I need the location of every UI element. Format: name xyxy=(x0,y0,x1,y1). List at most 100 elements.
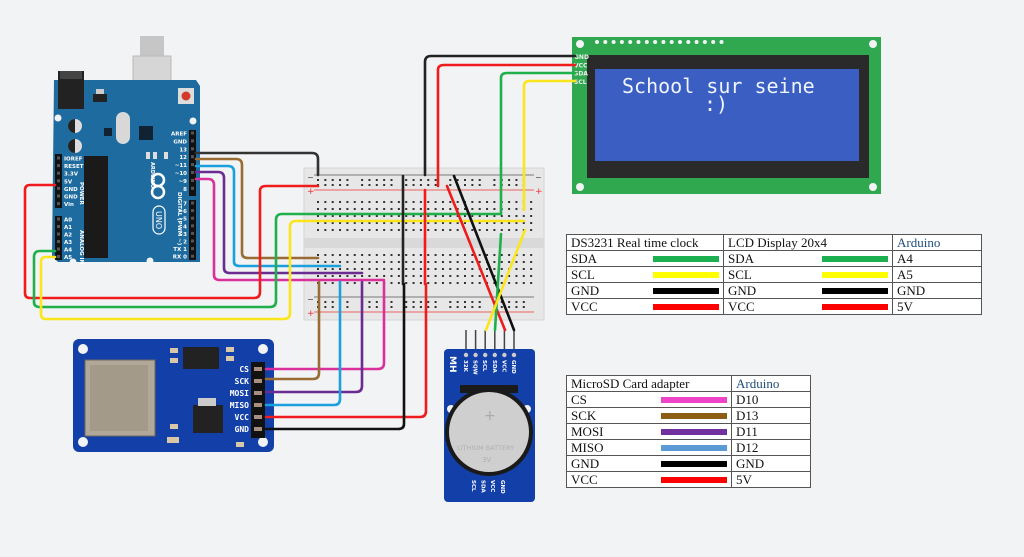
header-sd: MicroSD Card adapter xyxy=(566,375,732,392)
digital-pin-label: 13 xyxy=(179,147,187,153)
breadboard-hole xyxy=(486,229,489,231)
breadboard-hole xyxy=(456,254,459,256)
breadboard-hole xyxy=(449,301,452,303)
breadboard-hole xyxy=(375,222,378,224)
breadboard-hole xyxy=(397,215,400,217)
breadboard-hole xyxy=(368,261,371,263)
digital-pin-label: AREF xyxy=(171,132,187,138)
arduino-pin-cell: D12 xyxy=(731,439,811,456)
breadboard-hole xyxy=(478,179,481,181)
breadboard-hole xyxy=(375,201,378,203)
wire-gnd-arduino-breadboard xyxy=(194,151,320,177)
header-pin xyxy=(57,171,60,175)
breadboard-hole xyxy=(331,222,334,224)
wire-color-swatch xyxy=(653,287,719,294)
breadboard-hole xyxy=(419,275,422,277)
lcd-header-holes xyxy=(595,40,724,44)
rtc-top-pin-label: VCC xyxy=(500,360,506,372)
breadboard-hole xyxy=(405,208,408,210)
breadboard-hole xyxy=(405,254,408,256)
breadboard-hole xyxy=(434,261,437,263)
breadboard-hole xyxy=(419,282,422,284)
breadboard-hole xyxy=(346,261,349,263)
breadboard-hole xyxy=(515,301,518,303)
breadboard-hole xyxy=(530,268,533,270)
breadboard-hole xyxy=(383,254,386,256)
breadboard-hole xyxy=(405,215,408,217)
uno-badge: UNO xyxy=(152,205,166,235)
breadboard-hole xyxy=(508,254,511,256)
breadboard-hole xyxy=(419,301,422,303)
breadboard-hole xyxy=(361,222,364,224)
breadboard-hole xyxy=(441,282,444,284)
breadboard-hole xyxy=(324,184,327,186)
breadboard-hole xyxy=(515,261,518,263)
breadboard-hole xyxy=(522,215,525,217)
breadboard-hole xyxy=(522,301,525,303)
breadboard-hole xyxy=(427,201,430,203)
breadboard-hole xyxy=(375,184,378,186)
breadboard-hole xyxy=(530,201,533,203)
breadboard-hole xyxy=(515,306,518,308)
breadboard-hole xyxy=(441,275,444,277)
breadboard-hole xyxy=(339,208,342,210)
breadboard-hole xyxy=(361,184,364,186)
breadboard-hole xyxy=(500,306,503,308)
rtc-top-pin-label: SDA xyxy=(491,360,497,374)
breadboard-hole xyxy=(353,268,356,270)
breadboard-hole xyxy=(353,201,356,203)
header-hole xyxy=(661,40,666,44)
breadboard-hole xyxy=(493,222,496,224)
breadboard-hole xyxy=(412,306,415,308)
breadboard-hole xyxy=(331,254,334,256)
breadboard-hole xyxy=(368,184,371,186)
breadboard-hole xyxy=(464,215,466,217)
breadboard-hole xyxy=(434,282,437,284)
breadboard-hole xyxy=(390,229,393,231)
breadboard-hole xyxy=(508,275,511,277)
sd-header-pin xyxy=(254,427,262,431)
breadboard-hole xyxy=(412,301,415,303)
breadboard-hole xyxy=(331,268,334,270)
breadboard-hole xyxy=(478,261,481,263)
breadboard-hole xyxy=(353,282,356,284)
breadboard-hole xyxy=(405,229,408,231)
breadboard-hole xyxy=(478,201,481,203)
wire-scl-rtc xyxy=(484,228,527,332)
breadboard-hole xyxy=(427,268,430,270)
power-label: POWER xyxy=(78,182,84,206)
breadboard-hole xyxy=(493,208,496,210)
rtc-pin-cell: SCL xyxy=(566,266,724,283)
breadboard-hole xyxy=(508,208,511,210)
breadboard-hole xyxy=(486,268,489,270)
breadboard-hole xyxy=(346,275,349,277)
breadboard-hole xyxy=(368,301,371,303)
breadboard-hole xyxy=(397,229,400,231)
rtc-top-pin-label: 32K xyxy=(462,360,468,373)
sd-pin-cell: SCK xyxy=(566,407,732,424)
breadboard-hole xyxy=(427,261,430,263)
breadboard-hole xyxy=(346,179,349,181)
breadboard-hole xyxy=(471,201,474,203)
breadboard-hole xyxy=(317,201,319,203)
breadboard-hole xyxy=(456,282,459,284)
breadboard-hole xyxy=(412,179,415,181)
breadboard-hole xyxy=(346,208,349,210)
header-hole xyxy=(719,40,724,44)
breadboard-hole xyxy=(456,215,459,217)
breadboard-hole xyxy=(331,215,334,217)
lcd-pin-label: VCC xyxy=(574,62,588,69)
breadboard-hole xyxy=(522,275,525,277)
digital-pin-label: ~5 xyxy=(179,217,188,223)
breadboard-hole xyxy=(449,179,452,181)
breadboard-hole xyxy=(449,184,452,186)
breadboard-hole xyxy=(478,282,481,284)
sd-pin-label: MOSI xyxy=(230,389,249,398)
header-pin xyxy=(191,178,194,182)
